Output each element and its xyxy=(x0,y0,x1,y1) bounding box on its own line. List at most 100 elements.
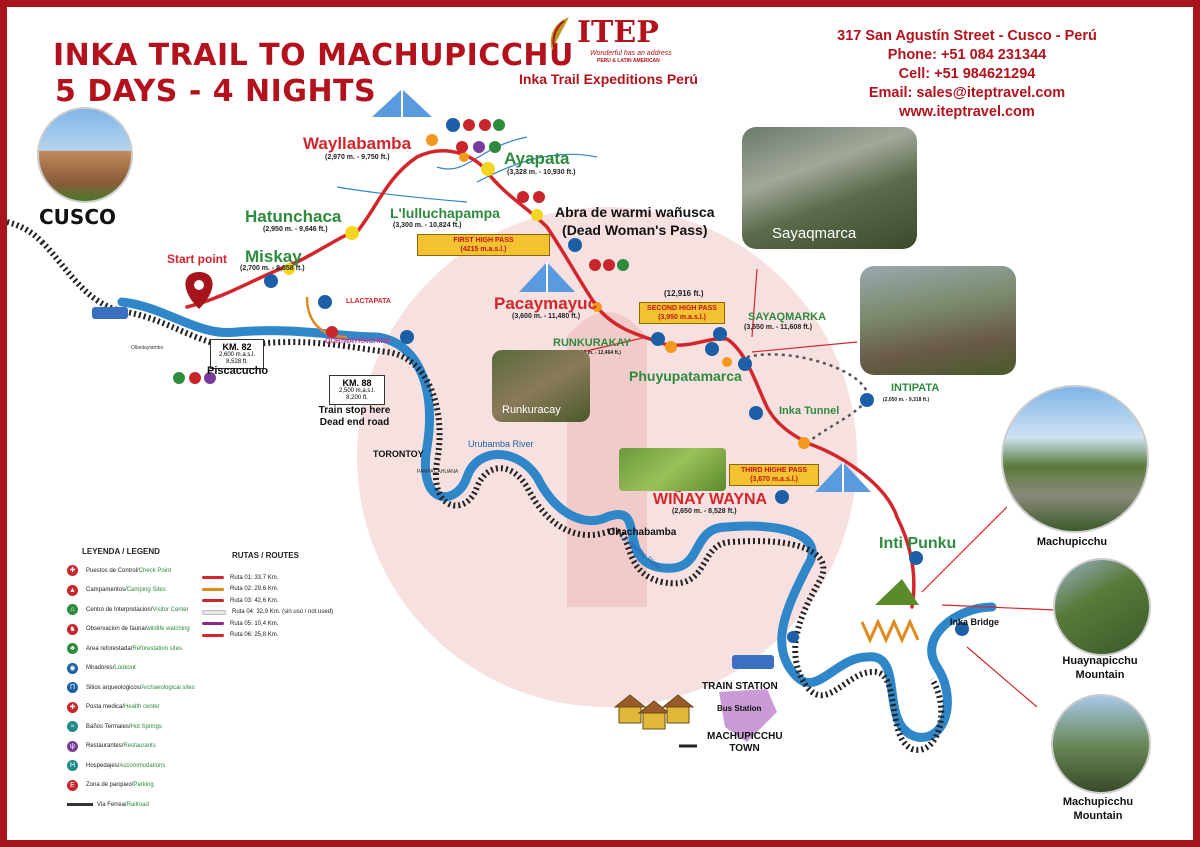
huayna-line-1: Huaynapicchu xyxy=(1062,655,1138,667)
route-swatch xyxy=(202,633,224,637)
legend-label-es: Posta medica xyxy=(86,704,123,711)
legend-item: ▲Campamentos / Camping Sites xyxy=(67,581,195,601)
label-inka-tunnel: Inka Tunnel xyxy=(779,405,840,417)
legend-label-en: Visitor Center xyxy=(152,606,189,613)
lodging-icon: H xyxy=(67,760,78,772)
alt-llulluchapampa: (3,300 m. - 10,824 ft.) xyxy=(393,222,462,229)
runkuracay-photo: Runkuracay xyxy=(492,350,590,422)
ruins-icon: Π xyxy=(67,682,78,694)
label-pacaymayuc: Pacaymayuc xyxy=(494,294,598,313)
sayaqmarca-photo: Sayaqmarca xyxy=(742,127,917,249)
label-winay-wayna: WIÑAY WAYNA xyxy=(653,491,768,508)
brand-name: ITEP xyxy=(577,15,659,50)
legend-separator: / xyxy=(131,782,134,789)
label-urubamba-river: Urubamba River xyxy=(468,439,534,449)
km88-alt-1: 2,500 m.a.s.l. xyxy=(338,388,376,394)
first-pass-line-1: FIRST HIGH PASS xyxy=(453,237,514,244)
urubamba-river xyxy=(117,297,997,742)
route-item: Ruta 04: 32,9 Km. (sin uso / not used) xyxy=(202,607,333,619)
label-machupicchu-town: MACHUPICCHU TOWN xyxy=(707,731,783,755)
alt-runkurakay: (3,800 m. - 12,464 ft.) xyxy=(572,350,621,356)
visitor-center-icon: ⌂ xyxy=(67,604,78,616)
abra-line-2: (Dead Woman's Pass) xyxy=(562,222,708,238)
legend-label-es: Puestos de Control xyxy=(86,567,138,574)
alt-intipata: (2,050 m. - 9,318 ft.) xyxy=(883,397,930,403)
parking-icon: E xyxy=(67,779,78,791)
winay-wayna-photo xyxy=(619,448,726,491)
legend-title: LEYENDA / LEGEND xyxy=(82,547,160,556)
waypoint xyxy=(722,357,732,367)
route-label: Ruta 02: 29,6 Km. xyxy=(230,586,279,593)
contact-web[interactable]: www.iteptravel.com xyxy=(899,104,1035,120)
lookout-icon: ◉ xyxy=(67,662,78,674)
label-train-station: TRAIN STATION xyxy=(702,681,778,692)
legend-separator: / xyxy=(122,704,125,711)
start-point-pin-hole xyxy=(194,280,204,290)
waypoint-llulluchapampa xyxy=(531,209,543,221)
route-item: Ruta 02: 29,6 Km. xyxy=(202,584,333,596)
waypoint-hatunchaca xyxy=(345,226,359,240)
tree-icon: ♣ xyxy=(67,643,78,655)
railroad-icon xyxy=(67,803,93,807)
label-hatunchaca: Hatunchaca xyxy=(245,207,342,226)
alt-pacaymayuc: (3,600 m. - 11,480 ft.) xyxy=(512,313,581,320)
contact-block: 317 San Agustín Street - Cusco - Perú Ph… xyxy=(817,27,1117,122)
label-runkurakay: RUNKURAKAY xyxy=(553,337,631,349)
alt-winay-wayna: (2,650 m. - 8,528 ft.) xyxy=(672,508,737,515)
huayna-line-2: Mountain xyxy=(1075,669,1125,681)
title-line-2: 5 DAYS - 4 NIGHTS xyxy=(55,74,377,109)
restaurant-markers xyxy=(204,141,485,384)
km88-box: KM. 88 2,500 m.a.s.l. 8,200 ft. xyxy=(329,375,385,405)
route-swatch xyxy=(202,609,226,615)
legend-item: ≈Baños Termales / Hot Springs xyxy=(67,717,195,737)
brand-tagline: Wonderful has an address xyxy=(590,50,672,57)
route-item: Ruta 05: 10,4 Km. xyxy=(202,618,333,630)
waypoint-third-pass xyxy=(798,437,810,449)
waypoint-wayllabamba xyxy=(426,134,438,146)
label-bus-station: Bus Station xyxy=(717,704,762,713)
cusco-photo xyxy=(37,107,133,203)
legend-item: ⌂Centro de Interpretacion / Visitor Cent… xyxy=(67,600,195,620)
machupicchu-caption: Machupicchu xyxy=(1036,536,1108,548)
hot-springs-icon: ≈ xyxy=(67,721,78,733)
route-label: Ruta 01: 33,7 Km. xyxy=(230,574,279,581)
camping-icon: ▲ xyxy=(67,584,78,596)
alt-sayaqmarka: (3,550 m. - 11,608 ft.) xyxy=(744,324,813,331)
km82-box: KM. 82 2,600 m.a.s.l. 8,528 ft. xyxy=(210,339,264,369)
alt-wayllabamba: (2,970 m. - 9,750 ft.) xyxy=(325,154,390,161)
legend-separator: / xyxy=(117,762,120,769)
tent-icon xyxy=(519,262,575,292)
runkuracay-caption: Runkuracay xyxy=(502,404,561,416)
label-miskay: Miskay xyxy=(245,247,302,266)
route-label: Ruta 04: 32,9 Km. (sin uso / not used) xyxy=(232,609,334,616)
legend-separator: / xyxy=(130,645,133,652)
machupicchu-mountain-caption: Machupicchu Mountain xyxy=(1043,795,1153,823)
wildlife-icon: ♞ xyxy=(67,623,78,635)
abra-line-1: Abra de warmi wañusca xyxy=(555,204,715,220)
legend-label-es: Miradores xyxy=(86,665,113,672)
contact-email[interactable]: Email: sales@iteptravel.com xyxy=(868,85,1066,101)
legend-separator: / xyxy=(121,743,124,750)
label-torontoy: TORONTOY xyxy=(373,449,424,459)
brand-full-name: Inka Trail Expeditions Perú xyxy=(519,71,698,87)
town-line-1: MACHUPICCHU xyxy=(707,731,783,742)
legend-label-es: Via Ferrea xyxy=(97,801,125,808)
third-high-pass-sign: THIRD HIGHE PASS (3,670 m.a.s.l.) xyxy=(729,464,819,486)
label-ayapata: Ayapata xyxy=(504,149,570,168)
km82-alt-2: 8,528 ft. xyxy=(226,359,248,365)
label-ollantaytambo: Ollantaytambo xyxy=(131,345,164,351)
legend-label-es: Observacion de fauna xyxy=(86,626,145,633)
legend-label-en: Restaurants xyxy=(123,743,156,750)
legend-item: ♞Observacion de fauna / wildlife watchin… xyxy=(67,620,195,640)
legend-separator: / xyxy=(125,587,127,594)
legend-item: ◉Miradores / Lookout xyxy=(67,659,195,679)
legend-label-en: Camping Sites xyxy=(126,587,166,594)
legend-label-es: Zona de parqueo xyxy=(86,782,132,789)
legend-item: ✚Puestos de Control / Check Point xyxy=(67,561,195,581)
legend-list: ✚Puestos de Control / Check Point▲Campam… xyxy=(67,561,195,815)
label-wayllabamba: Wayllabamba xyxy=(303,134,412,153)
